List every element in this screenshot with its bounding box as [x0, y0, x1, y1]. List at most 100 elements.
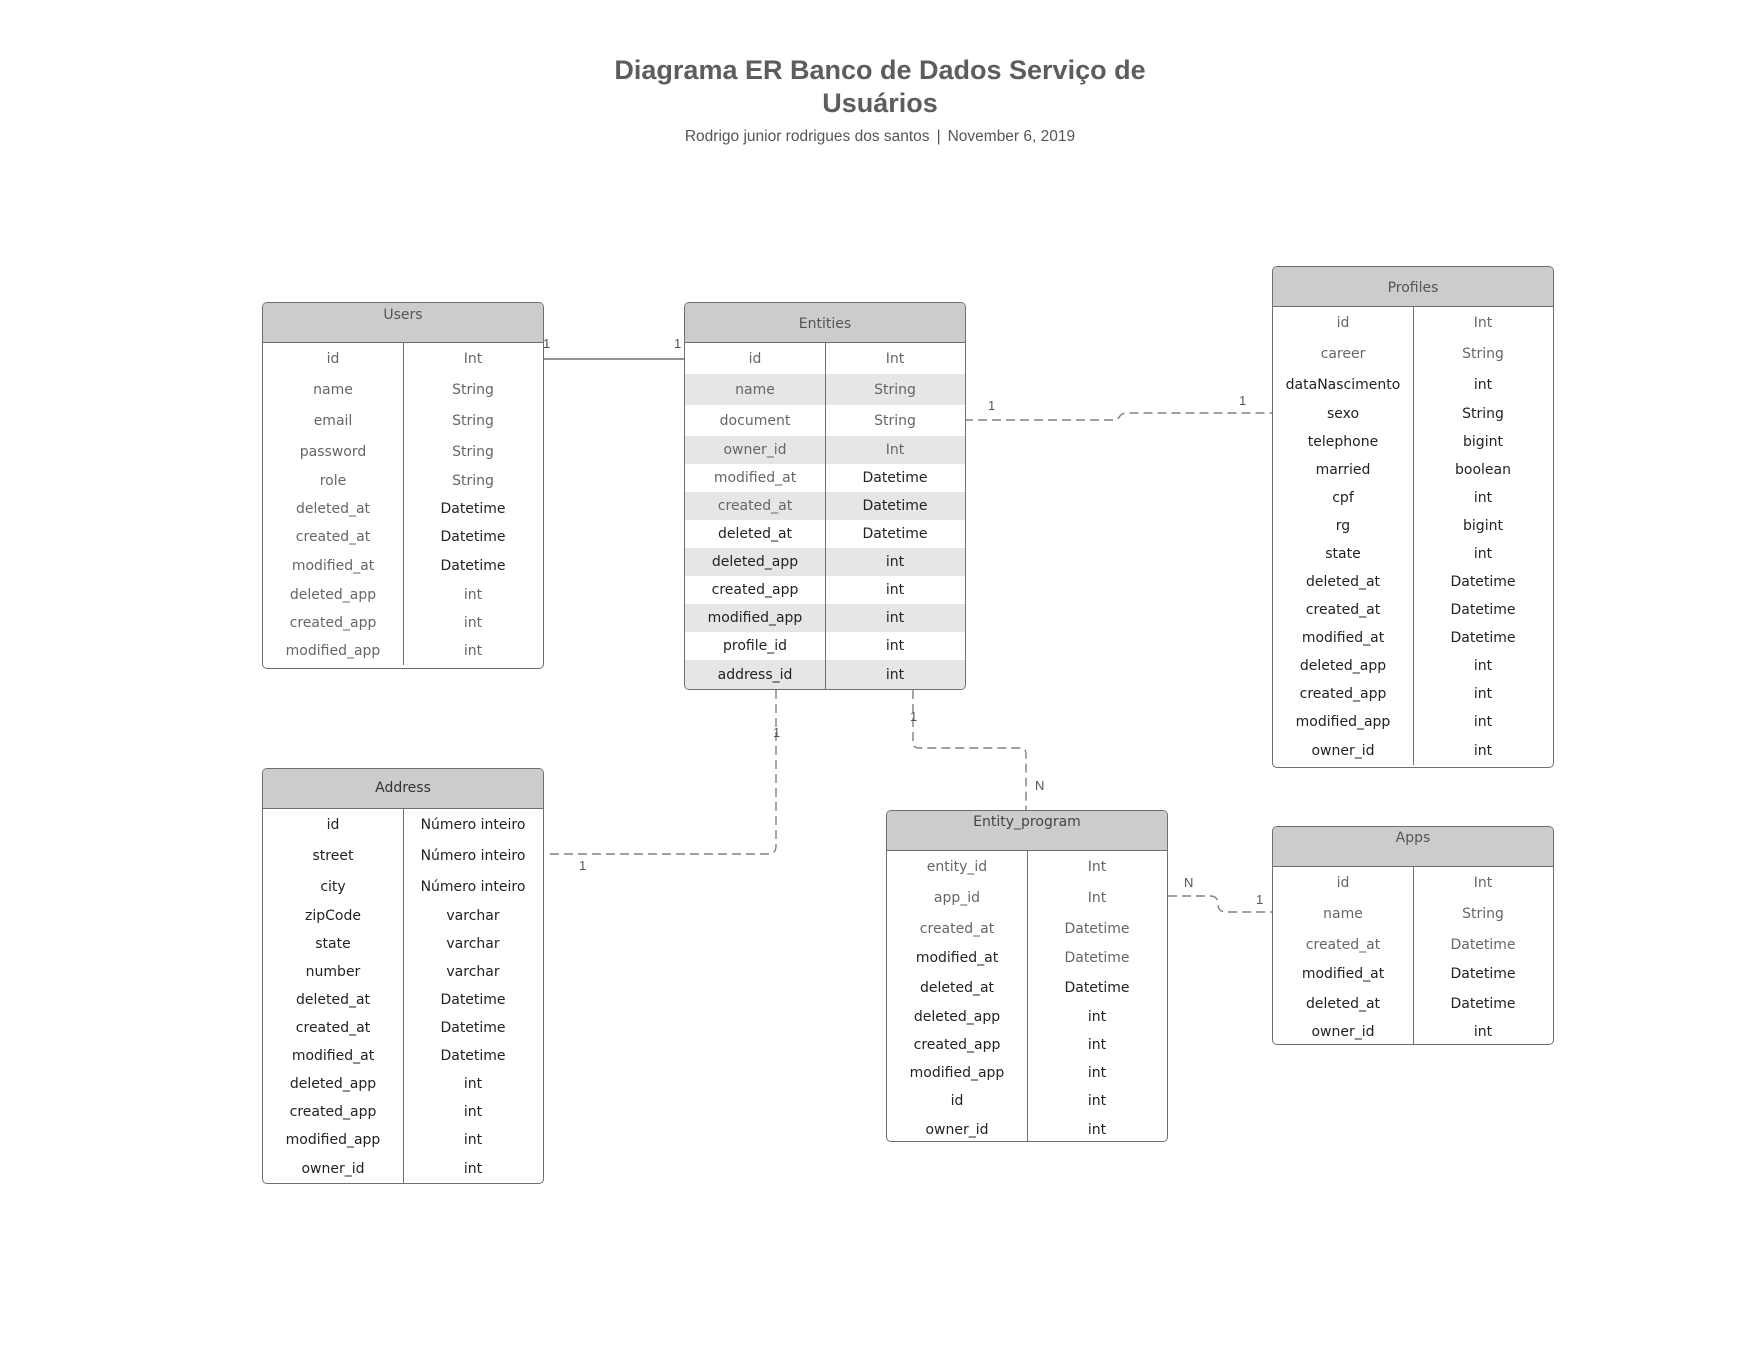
field-name: zipCode — [305, 908, 361, 924]
field-type: Datetime — [440, 992, 506, 1008]
field-name: created_app — [711, 582, 799, 598]
field-name: deleted_app — [289, 1076, 377, 1092]
field-name: created_app — [1299, 686, 1387, 702]
field-name: profile_id — [723, 638, 787, 654]
diagram-title: Diagrama ER Banco de Dados Serviço de Us… — [614, 55, 1146, 118]
field-type: int — [463, 1160, 483, 1177]
field-type: int — [463, 1132, 483, 1148]
table-row: married boolean — [1273, 456, 1553, 484]
field-name: cpf — [1332, 490, 1354, 506]
column-divider — [1027, 851, 1028, 1141]
field-name: modified_at — [915, 950, 999, 966]
field-name: id — [326, 350, 340, 367]
column-divider — [1413, 867, 1414, 1044]
field-type: Datetime — [1450, 966, 1516, 982]
field-name: owner_id — [1311, 742, 1375, 759]
field-type: int — [885, 554, 905, 570]
field-name: deleted_app — [913, 1009, 1001, 1025]
field-type: Int — [1473, 874, 1493, 891]
field-type: Int — [1473, 314, 1493, 331]
field-type: Datetime — [440, 1020, 506, 1036]
field-type: String — [452, 412, 494, 429]
field-type: Datetime — [440, 501, 506, 517]
field-type: varchar — [446, 908, 500, 924]
field-type: int — [885, 610, 905, 626]
field-name: state — [315, 936, 351, 952]
cardinality-label: 1 — [543, 336, 551, 351]
cardinality-label: 1 — [674, 336, 682, 351]
field-type: bigint — [1463, 518, 1503, 534]
field-type: Datetime — [1450, 936, 1516, 953]
field-type: int — [463, 1104, 483, 1120]
cardinality-label: 1 — [773, 725, 781, 740]
field-type: String — [1462, 406, 1504, 422]
table-row: modified_app int — [263, 1126, 543, 1154]
field-name: created_at — [717, 498, 793, 514]
entity-program-table-header: Entity_program — [887, 811, 1167, 851]
field-name: created_at — [295, 1020, 371, 1036]
field-type: Datetime — [1064, 950, 1130, 966]
field-type: Número inteiro — [420, 878, 526, 895]
field-type: Int — [1087, 889, 1107, 906]
field-type: String — [1462, 905, 1504, 922]
field-type: int — [1473, 658, 1493, 674]
field-name: married — [1315, 462, 1371, 478]
field-type: int — [463, 643, 483, 659]
field-name: address_id — [717, 666, 793, 683]
users-table-header: Users — [263, 303, 543, 343]
field-name: document — [719, 412, 791, 429]
field-type: boolean — [1455, 462, 1511, 478]
field-type: int — [463, 587, 483, 603]
field-name: deleted_app — [711, 554, 799, 570]
field-name: id — [950, 1093, 964, 1109]
field-type: Int — [885, 442, 905, 458]
field-name: modified_app — [285, 1132, 381, 1148]
field-type: Datetime — [1450, 630, 1516, 646]
table-row: created_at Datetime — [263, 1014, 543, 1042]
field-name: career — [1320, 345, 1366, 362]
column-divider — [403, 809, 404, 1183]
field-type: Datetime — [440, 1048, 506, 1064]
cardinality-label: N — [1035, 778, 1045, 793]
entities-profiles-line — [964, 412, 1272, 421]
